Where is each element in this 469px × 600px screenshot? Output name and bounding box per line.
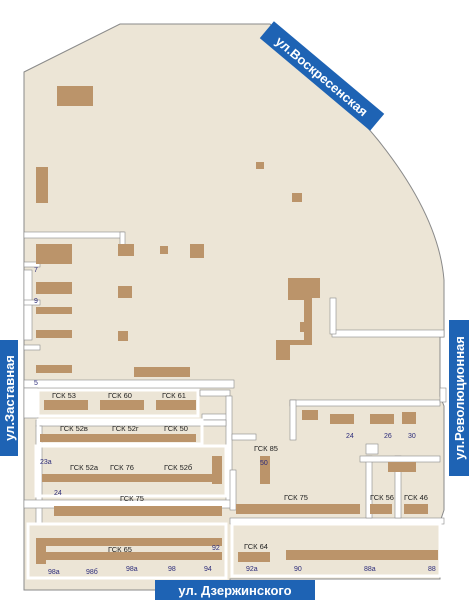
building xyxy=(300,322,308,332)
house-number: 88 xyxy=(428,566,436,573)
building xyxy=(402,412,416,424)
block-outlines xyxy=(26,388,442,580)
house-number: 23а xyxy=(40,459,52,466)
label-gsk75-left: ГСК 75 xyxy=(120,494,144,503)
building xyxy=(36,244,72,264)
building xyxy=(42,474,222,482)
label-gsk52v: ГСК 52в xyxy=(60,424,88,433)
house-number: 24 xyxy=(346,433,354,440)
building xyxy=(160,246,168,254)
house-number: 98а xyxy=(126,566,138,573)
street-zastavnaya: ул.Заставная xyxy=(0,340,18,456)
house-number: 98а xyxy=(48,569,60,576)
street-dzerzhinskogo: ул. Дзержинского xyxy=(155,580,315,600)
label-gsk46: ГСК 46 xyxy=(404,493,428,502)
open-plot xyxy=(365,443,379,455)
house-number: 98б xyxy=(86,568,98,576)
building xyxy=(388,462,416,472)
building xyxy=(292,193,302,202)
street-label-revolyutsionnaya: ул.Революционная xyxy=(452,336,467,460)
house-number: 26 xyxy=(384,433,392,440)
house-number: 50 xyxy=(260,460,268,467)
building xyxy=(236,504,360,514)
label-gsk52b: ГСК 52б xyxy=(164,463,192,472)
building xyxy=(100,400,144,410)
building xyxy=(40,434,196,442)
house-number: 7 xyxy=(34,267,38,274)
building xyxy=(36,167,48,203)
building xyxy=(36,330,72,338)
building xyxy=(57,86,93,106)
building xyxy=(134,367,190,377)
house-number: 24 xyxy=(54,490,62,497)
building xyxy=(330,414,354,424)
building xyxy=(36,538,46,564)
label-gsk60: ГСК 60 xyxy=(108,391,132,400)
label-gsk50: ГСК 50 xyxy=(164,424,188,433)
gsk-labels: ГСК 53 ГСК 60 ГСК 61 ГСК 52в ГСК 52г ГСК… xyxy=(52,391,428,554)
label-gsk65: ГСК 65 xyxy=(108,545,132,554)
internal-roads xyxy=(23,231,447,525)
building xyxy=(212,456,222,484)
building xyxy=(44,552,222,560)
building xyxy=(36,307,72,314)
building xyxy=(286,550,438,560)
building xyxy=(36,282,72,294)
building xyxy=(54,506,222,516)
house-number: 9 xyxy=(34,298,38,305)
building xyxy=(118,331,128,341)
buildings xyxy=(36,86,438,564)
house-number: 90 xyxy=(294,566,302,573)
building xyxy=(44,400,88,410)
house-number: 94 xyxy=(204,566,212,573)
house-number: 5 xyxy=(34,380,38,387)
house-number: 92 xyxy=(212,545,220,552)
house-number: 88а xyxy=(364,566,376,573)
building xyxy=(238,552,270,562)
street-label-dzerzhinskogo: ул. Дзержинского xyxy=(178,583,291,598)
label-gsk85: ГСК 85 xyxy=(254,444,278,453)
building xyxy=(260,456,270,484)
building xyxy=(404,504,428,514)
building xyxy=(370,414,394,424)
building xyxy=(370,504,392,514)
house-number: 92а xyxy=(246,566,258,573)
building xyxy=(36,365,72,373)
house-number: 98 xyxy=(168,566,176,573)
label-gsk56: ГСК 56 xyxy=(370,493,394,502)
building xyxy=(44,538,222,546)
building xyxy=(118,244,134,256)
house-numbers: 7 9 5 23а 24 50 24 26 30 92 98а 98б 98а … xyxy=(34,267,436,576)
label-gsk61: ГСК 61 xyxy=(162,391,186,400)
building xyxy=(190,244,204,258)
label-gsk64: ГСК 64 xyxy=(244,542,268,551)
label-gsk52a: ГСК 52а xyxy=(70,463,99,472)
building xyxy=(118,286,132,298)
building xyxy=(156,400,196,410)
street-revolyutsionnaya: ул.Революционная xyxy=(449,320,469,476)
label-gsk52g: ГСК 52г xyxy=(112,424,139,433)
building xyxy=(276,278,320,360)
label-gsk76: ГСК 76 xyxy=(110,463,134,472)
building xyxy=(302,410,318,420)
house-number: 30 xyxy=(408,433,416,440)
label-gsk75-right: ГСК 75 xyxy=(284,493,308,502)
label-gsk53: ГСК 53 xyxy=(52,391,76,400)
building xyxy=(256,162,264,169)
street-label-zastavnaya: ул.Заставная xyxy=(2,355,17,441)
